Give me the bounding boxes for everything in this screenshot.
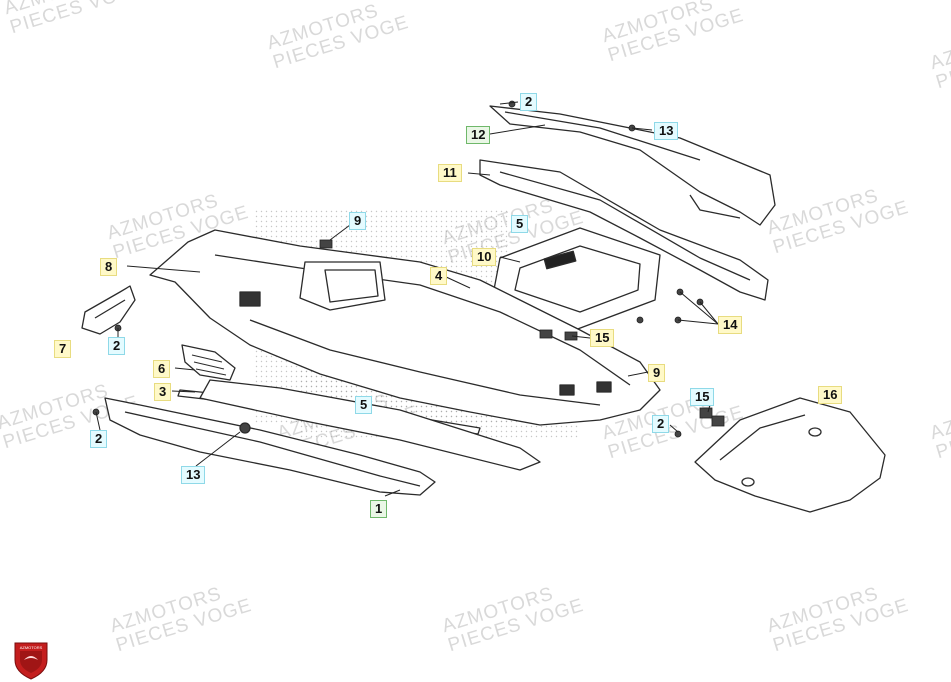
part-12-rail	[489, 105, 776, 226]
part-10-slot	[543, 250, 577, 270]
callout-15[interactable]: 15	[590, 329, 615, 347]
leader-line	[489, 124, 546, 135]
leader-line	[443, 275, 471, 289]
clip-nut	[711, 415, 725, 427]
callout-8[interactable]: 8	[100, 258, 118, 276]
callout-16[interactable]: 16	[818, 386, 843, 404]
clip	[239, 291, 261, 307]
screw	[674, 430, 682, 438]
callout-6[interactable]: 6	[153, 360, 171, 378]
leader-line	[499, 256, 521, 263]
callout-12[interactable]: 12	[466, 126, 491, 144]
part-12-edge	[504, 111, 701, 161]
side-panel-middle	[199, 379, 541, 471]
part-1-grommet	[239, 422, 251, 434]
part-12-bracket	[689, 194, 741, 219]
callout-7[interactable]: 7	[54, 340, 72, 358]
azmotors-logo: AZMOTORS	[14, 642, 48, 680]
part-7-edge	[94, 299, 126, 319]
callout-2[interactable]: 2	[108, 337, 126, 355]
part-1-side-panel	[104, 397, 436, 496]
callout-2[interactable]: 2	[520, 93, 538, 111]
part-6-vent	[181, 344, 236, 381]
callout-2[interactable]: 2	[90, 430, 108, 448]
part-16-cover	[694, 397, 886, 513]
frame-ridge	[249, 319, 601, 406]
part-16-hole	[741, 477, 755, 487]
callout-2[interactable]: 2	[652, 415, 670, 433]
callout-9[interactable]: 9	[349, 212, 367, 230]
leader-line	[707, 404, 711, 413]
screw	[508, 100, 516, 108]
leader-line	[329, 224, 351, 241]
clip-nut	[564, 331, 578, 341]
leader-line	[171, 390, 196, 393]
clip	[559, 384, 575, 396]
callout-1[interactable]: 1	[370, 500, 388, 518]
part-11-rail	[479, 159, 769, 301]
leader-line	[699, 301, 719, 325]
clip-nut	[539, 329, 553, 339]
callout-11[interactable]: 11	[438, 164, 462, 182]
leader-line	[571, 335, 591, 339]
callout-15[interactable]: 15	[690, 388, 715, 406]
clip-nut	[699, 407, 713, 419]
part-16-hole	[808, 427, 822, 437]
callout-10[interactable]: 10	[472, 248, 497, 266]
leader-line	[174, 367, 196, 371]
part-16-edge	[719, 414, 806, 461]
part-6-louvers	[191, 354, 227, 376]
leader-line	[627, 371, 649, 377]
leader-line	[126, 265, 201, 273]
callout-14[interactable]: 14	[718, 316, 743, 334]
leader-line	[384, 489, 401, 497]
leader-line	[631, 127, 653, 131]
callout-13[interactable]: 13	[181, 466, 206, 484]
frame-ridge	[214, 254, 631, 386]
callout-13[interactable]: 13	[654, 122, 679, 140]
leader-line	[677, 319, 719, 325]
callout-5[interactable]: 5	[511, 215, 529, 233]
storage-tub-inner	[324, 269, 379, 303]
callout-9[interactable]: 9	[648, 364, 666, 382]
part-11-edge	[499, 171, 751, 281]
callout-5[interactable]: 5	[355, 396, 373, 414]
leader-line	[679, 291, 719, 325]
storage-tub	[299, 261, 386, 311]
leader-line	[195, 431, 241, 467]
leader-line	[467, 172, 491, 176]
callout-4[interactable]: 4	[430, 267, 448, 285]
callout-3[interactable]: 3	[154, 383, 172, 401]
clip-nut	[636, 316, 644, 324]
svg-text:AZMOTORS: AZMOTORS	[20, 645, 43, 650]
part-1-edge	[124, 411, 421, 487]
clip-nut	[319, 239, 333, 249]
main-floor-frame	[149, 229, 661, 426]
clip	[596, 381, 612, 393]
leader-line	[95, 411, 101, 431]
leader-line	[499, 101, 519, 105]
leader-line	[669, 424, 679, 433]
part-10-inner	[514, 245, 641, 313]
